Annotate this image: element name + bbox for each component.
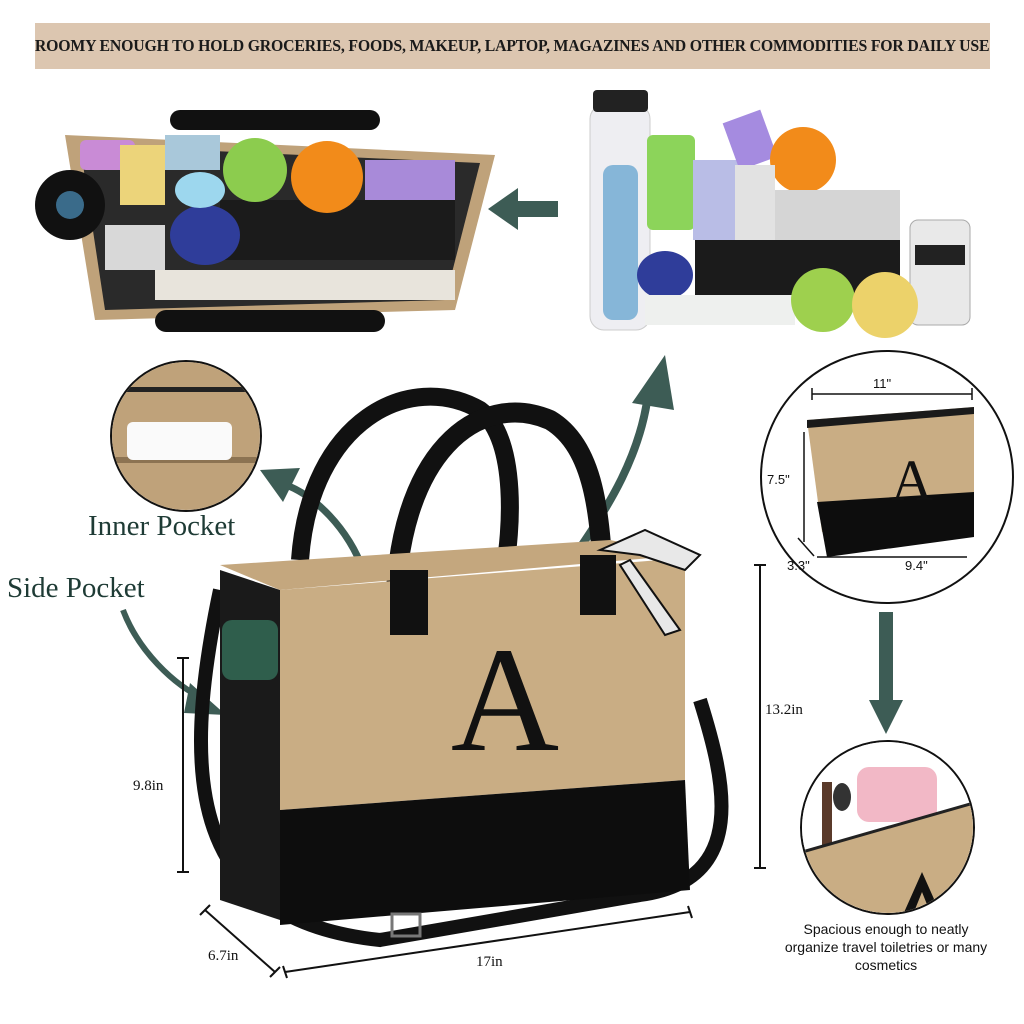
open-bag-top-view	[35, 110, 495, 332]
inner-pocket-label: Inner Pocket	[88, 510, 236, 542]
pouch-depth-label: 3.3"	[787, 558, 810, 573]
pouch-monogram: A	[891, 448, 933, 513]
cosmetics-circle	[800, 740, 975, 915]
pocket-height-label: 9.8in	[133, 778, 164, 794]
tote-bag: A	[194, 387, 729, 948]
side-pocket-label: Side Pocket	[7, 572, 145, 604]
bag-height-label: 13.2in	[765, 702, 803, 718]
arrow-left-icon	[488, 188, 558, 230]
pouch-width-top-label: 11"	[873, 376, 892, 391]
pouch-height-label: 7.5"	[767, 472, 790, 487]
bag-depth-label: 6.7in	[208, 948, 239, 964]
arrow-up-icon	[571, 355, 674, 558]
items-display	[589, 90, 971, 338]
banner-text: ROOMY ENOUGH TO HOLD GROCERIES, FOODS, M…	[35, 36, 990, 55]
inner-pocket-circle	[110, 360, 262, 512]
arrow-down-icon	[869, 612, 903, 734]
bag-monogram: A	[451, 617, 559, 783]
header-banner: ROOMY ENOUGH TO HOLD GROCERIES, FOODS, M…	[35, 23, 990, 69]
pouch-circle: A	[760, 350, 1014, 604]
pouch-width-bottom-label: 9.4"	[905, 558, 928, 573]
bag-dimension-lines	[177, 564, 766, 979]
cosmetics-caption: Spacious enough to neatly organize trave…	[784, 921, 988, 973]
bag-width-label: 17in	[476, 954, 503, 970]
